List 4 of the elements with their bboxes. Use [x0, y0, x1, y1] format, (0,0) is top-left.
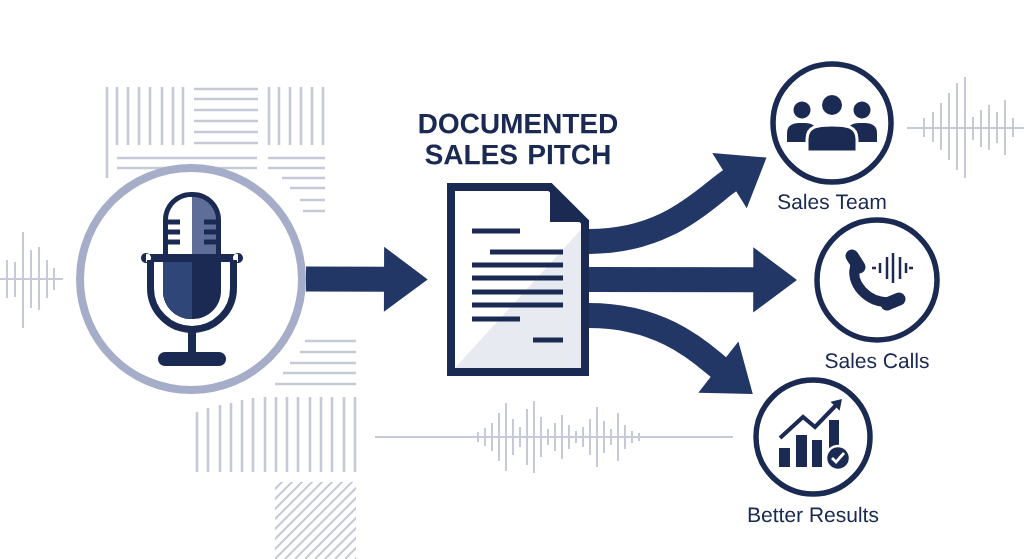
heading: DOCUMENTED SALES PITCH	[419, 113, 618, 165]
node-label: Better Results	[748, 506, 879, 523]
node-label: Sales Team	[778, 193, 886, 210]
node-label: Sales Calls	[825, 352, 929, 369]
